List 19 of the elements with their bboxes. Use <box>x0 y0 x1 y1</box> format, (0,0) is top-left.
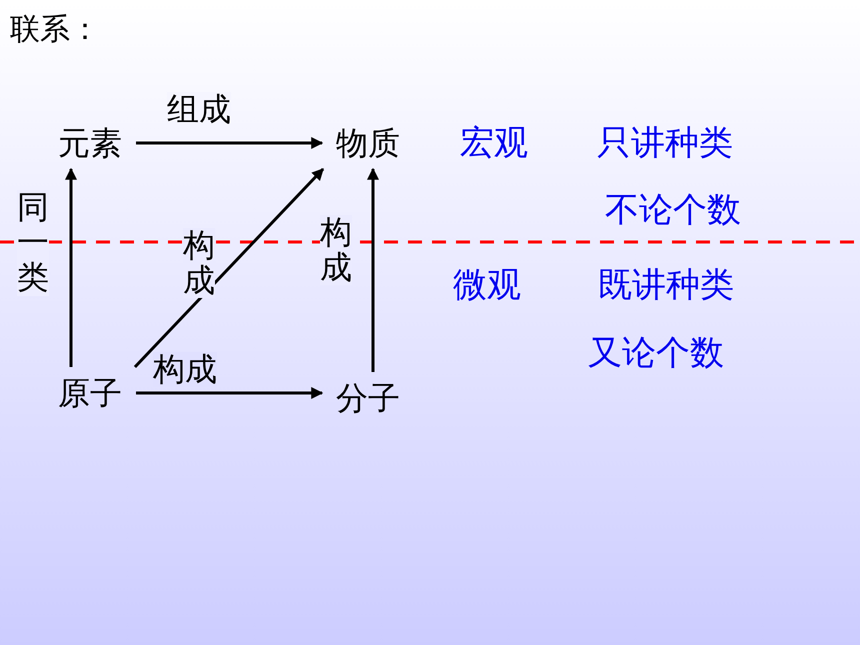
title: 联系： <box>10 11 100 49</box>
edge-label: 构成 <box>183 228 215 298</box>
edge-label: 构成 <box>153 352 217 388</box>
note-text: 宏观 <box>460 123 528 163</box>
arrow <box>136 387 324 399</box>
note-text: 不论个数 <box>605 190 741 230</box>
arrow <box>134 168 324 368</box>
note-text: 微观 <box>453 265 521 305</box>
note-text: 既讲种类 <box>598 265 734 305</box>
arrow <box>136 137 324 149</box>
note-text: 只讲种类 <box>597 123 733 163</box>
node-text: 分子 <box>328 378 408 418</box>
arrow <box>65 168 77 367</box>
note-text: 又论个数 <box>588 333 724 373</box>
arrow <box>367 168 379 372</box>
edge-label: 同一类 <box>17 190 49 296</box>
node-text: 元素 <box>50 123 130 163</box>
node-text: 物质 <box>328 123 408 163</box>
node-text: 原子 <box>50 373 130 413</box>
